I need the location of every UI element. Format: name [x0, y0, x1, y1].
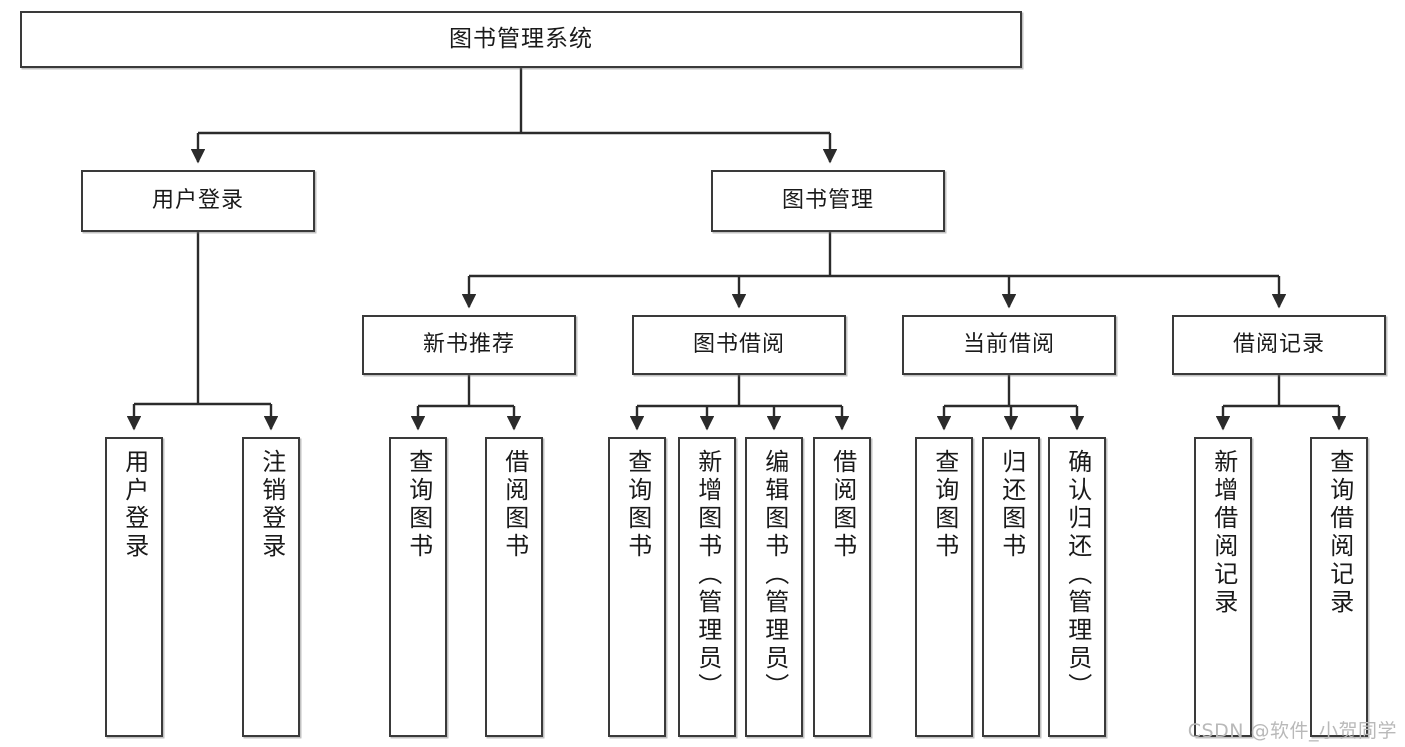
leaf-query-book-recommend[interactable]: 查询图书 — [389, 437, 447, 737]
node-book-management-label: 图书管理 — [781, 187, 874, 213]
leaf-label: 编辑图书（管理员） — [760, 449, 789, 701]
leaf-label: 查询图书 — [930, 449, 959, 561]
leaf-borrow-book-recommend[interactable]: 借阅图书 — [485, 437, 543, 737]
leaf-query-book-current[interactable]: 查询图书 — [915, 437, 973, 737]
node-borrow-record[interactable]: 借阅记录 — [1172, 315, 1386, 375]
leaf-label: 借阅图书 — [500, 449, 529, 561]
node-root-label: 图书管理系统 — [449, 25, 593, 52]
leaf-add-book-admin[interactable]: 新增图书（管理员） — [678, 437, 736, 737]
node-borrow-record-label: 借阅记录 — [1232, 331, 1325, 357]
leaf-label: 查询图书 — [404, 449, 433, 561]
leaf-label: 用户登录 — [120, 449, 149, 561]
leaf-user-login[interactable]: 用户登录 — [105, 437, 163, 737]
node-current-borrow[interactable]: 当前借阅 — [902, 315, 1116, 375]
leaf-confirm-return-admin[interactable]: 确认归还（管理员） — [1048, 437, 1106, 737]
leaf-label: 确认归还（管理员） — [1063, 449, 1092, 701]
leaf-label: 新增图书（管理员） — [693, 449, 722, 701]
leaf-label: 查询图书 — [623, 449, 652, 561]
leaf-logout[interactable]: 注销登录 — [242, 437, 300, 737]
leaf-borrow-book[interactable]: 借阅图书 — [813, 437, 871, 737]
leaf-label: 查询借阅记录 — [1325, 449, 1354, 617]
node-user-login[interactable]: 用户登录 — [81, 170, 315, 232]
node-book-management[interactable]: 图书管理 — [711, 170, 945, 232]
watermark: CSDN @软件_小贺同学 — [1187, 720, 1397, 742]
node-new-book-recommend-label: 新书推荐 — [422, 331, 515, 357]
leaf-edit-book-admin[interactable]: 编辑图书（管理员） — [745, 437, 803, 737]
node-book-borrow-label: 图书借阅 — [692, 331, 785, 357]
node-root[interactable]: 图书管理系统 — [20, 11, 1022, 68]
leaf-return-book[interactable]: 归还图书 — [982, 437, 1040, 737]
leaf-query-borrow-record[interactable]: 查询借阅记录 — [1310, 437, 1368, 737]
node-user-login-label: 用户登录 — [151, 187, 244, 213]
leaf-label: 借阅图书 — [828, 449, 857, 561]
leaf-label: 归还图书 — [997, 449, 1026, 561]
leaf-label: 新增借阅记录 — [1209, 449, 1238, 617]
node-new-book-recommend[interactable]: 新书推荐 — [362, 315, 576, 375]
leaf-query-book-borrow[interactable]: 查询图书 — [608, 437, 666, 737]
node-book-borrow[interactable]: 图书借阅 — [632, 315, 846, 375]
leaf-add-borrow-record[interactable]: 新增借阅记录 — [1194, 437, 1252, 737]
leaf-label: 注销登录 — [257, 449, 286, 561]
node-current-borrow-label: 当前借阅 — [962, 331, 1055, 357]
